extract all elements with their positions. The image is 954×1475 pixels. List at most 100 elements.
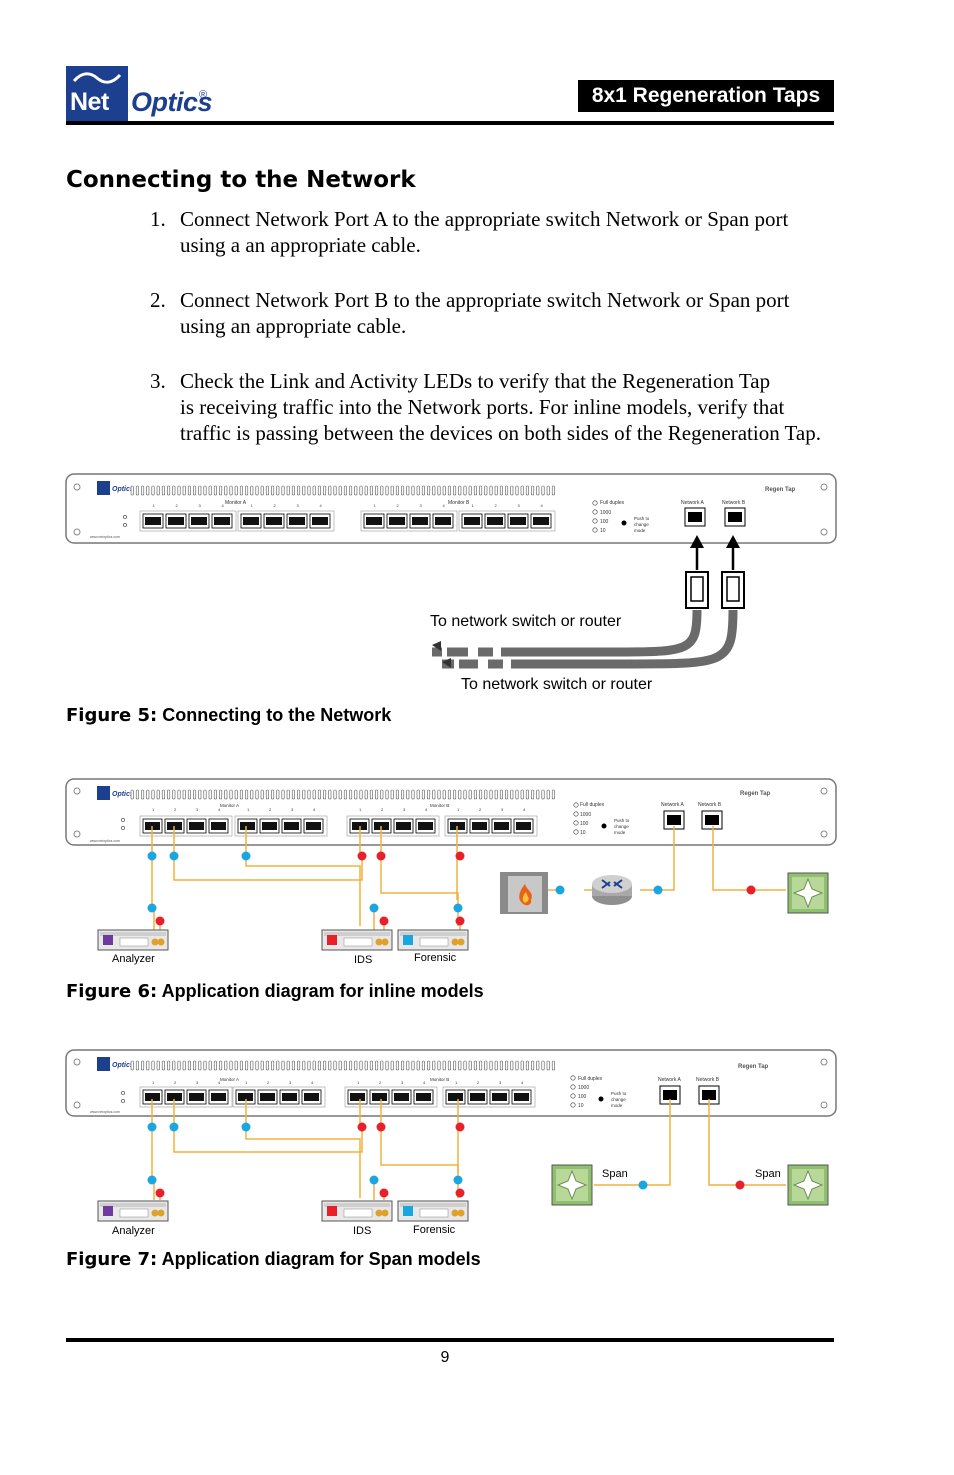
brand-label: Regen Tap (765, 487, 796, 493)
document-title-bar: 8x1 Regeneration Taps (578, 80, 834, 112)
step-number: 2. (150, 288, 166, 312)
speed-10: 10 (578, 1103, 584, 1109)
port-number: 2 (479, 807, 482, 812)
port-number: 3 (420, 503, 423, 508)
full-duplex-label: Full duplex (578, 1076, 603, 1082)
figure7-dots (147, 1122, 745, 1198)
figure-text: Connecting to the Network (162, 705, 392, 725)
span-switch-icon (551, 1164, 593, 1206)
push-line: mode (614, 830, 626, 835)
logo-optics-text: Optics (131, 87, 213, 117)
step-3: 3. Check the Link and Activity LEDs to v… (150, 368, 850, 450)
port-number: 4 (218, 1080, 221, 1085)
forensic-label: Forensic (414, 952, 457, 964)
figure5-cables (432, 535, 745, 671)
speed-10: 10 (600, 528, 606, 534)
monitor-a-label: Monitor A (220, 1077, 239, 1082)
website-text: www.netoptics.com (90, 1110, 120, 1114)
step-line: Check the Link and Activity LEDs to veri… (180, 369, 771, 393)
brand-label: Regen Tap (738, 1064, 769, 1070)
port-number: 3 (199, 503, 202, 508)
monitor-a-label: Monitor A (225, 500, 247, 506)
port-number: 2 (176, 503, 179, 508)
port-number: 3 (196, 1080, 199, 1085)
header-rule (66, 121, 834, 125)
step-line: is receiving traffic into the Network po… (180, 395, 785, 419)
step-line: using an appropriate cable. (180, 314, 407, 338)
figure-label: Figure 6: (66, 981, 158, 1002)
step-line: Connect Network Port A to the appropriat… (180, 207, 789, 231)
port-number: 3 (403, 807, 406, 812)
span-switch-icon (787, 1164, 829, 1206)
port-number: 3 (501, 807, 504, 812)
website-text: www.netoptics.com (90, 839, 120, 843)
section-title: Connecting to the Network (66, 167, 416, 193)
figure-label: Figure 7: (66, 1249, 158, 1270)
svg-text:Optics: Optics (112, 1062, 134, 1069)
router-icon (591, 874, 633, 906)
figure-text: Application diagram for inline models (161, 981, 484, 1001)
port-number: 2 (379, 1080, 382, 1085)
network-b-label: Network B (698, 802, 722, 808)
forensic-appliance (397, 929, 469, 951)
push-line: change (614, 824, 629, 829)
brand-label: Regen Tap (740, 791, 771, 797)
push-line: Push to (634, 516, 650, 521)
analyzer-appliance (97, 1200, 169, 1222)
svg-text:Optics: Optics (112, 791, 134, 798)
push-line: Push to (611, 1091, 627, 1096)
monitor-b-label: Monitor B (430, 1077, 449, 1082)
port-number: 3 (196, 807, 199, 812)
speed-10: 10 (580, 830, 586, 836)
push-line: mode (611, 1103, 623, 1108)
port-number: 3 (518, 503, 521, 508)
push-line: change (611, 1097, 626, 1102)
push-line: Push to (614, 818, 630, 823)
port-number: 2 (174, 807, 177, 812)
svg-text:Optics: Optics (112, 486, 134, 493)
figure-text: Application diagram for Span models (161, 1249, 481, 1269)
port-number: 4 (313, 807, 316, 812)
port-number: 1 (455, 1080, 458, 1085)
port-number: 1 (457, 807, 460, 812)
step-line: using a an appropriate cable. (180, 233, 421, 257)
network-a-label: Network A (658, 1077, 681, 1083)
figure5-device: Optics www.netoptics.com Monitor A Monit… (65, 473, 837, 544)
step-line: Connect Network Port B to the appropriat… (180, 288, 790, 312)
analyzer-label: Analyzer (112, 953, 155, 965)
port-number: 2 (274, 503, 277, 508)
port-number: 4 (222, 503, 225, 508)
step-number: 3. (150, 369, 166, 393)
port-number: 1 (152, 807, 155, 812)
logo-net-text: Net (70, 88, 109, 116)
step-2: 2. Connect Network Port B to the appropr… (150, 287, 850, 343)
logo-wave-icon (72, 72, 122, 84)
port-number: 2 (269, 807, 272, 812)
figure5-caption: Figure 5: Connecting to the Network (66, 705, 391, 726)
port-number: 4 (523, 807, 526, 812)
step-1: 1. Connect Network Port A to the appropr… (150, 206, 850, 262)
port-number: 3 (499, 1080, 502, 1085)
footer-rule (66, 1338, 834, 1342)
push-line: change (634, 522, 649, 527)
port-number: 1 (251, 503, 254, 508)
port-number: 4 (425, 807, 428, 812)
monitor-b-label: Monitor B (430, 803, 449, 808)
ids-label: IDS (353, 1225, 371, 1237)
port-number: 1 (357, 1080, 360, 1085)
speed-100: 100 (578, 1094, 587, 1100)
speed-1000: 1000 (580, 812, 591, 818)
port-number: 4 (541, 503, 544, 508)
speed-1000: 1000 (578, 1085, 589, 1091)
port-number: 1 (247, 807, 250, 812)
port-number: 2 (381, 807, 384, 812)
figure-label: Figure 5: (66, 705, 158, 726)
full-duplex-label: Full duplex (580, 802, 605, 808)
port-number: 4 (311, 1080, 314, 1085)
port-number: 3 (401, 1080, 404, 1085)
ids-appliance (321, 929, 393, 951)
figure7-caption: Figure 7: Application diagram for Span m… (66, 1249, 481, 1270)
port-number: 2 (495, 503, 498, 508)
port-number: 4 (443, 503, 446, 508)
